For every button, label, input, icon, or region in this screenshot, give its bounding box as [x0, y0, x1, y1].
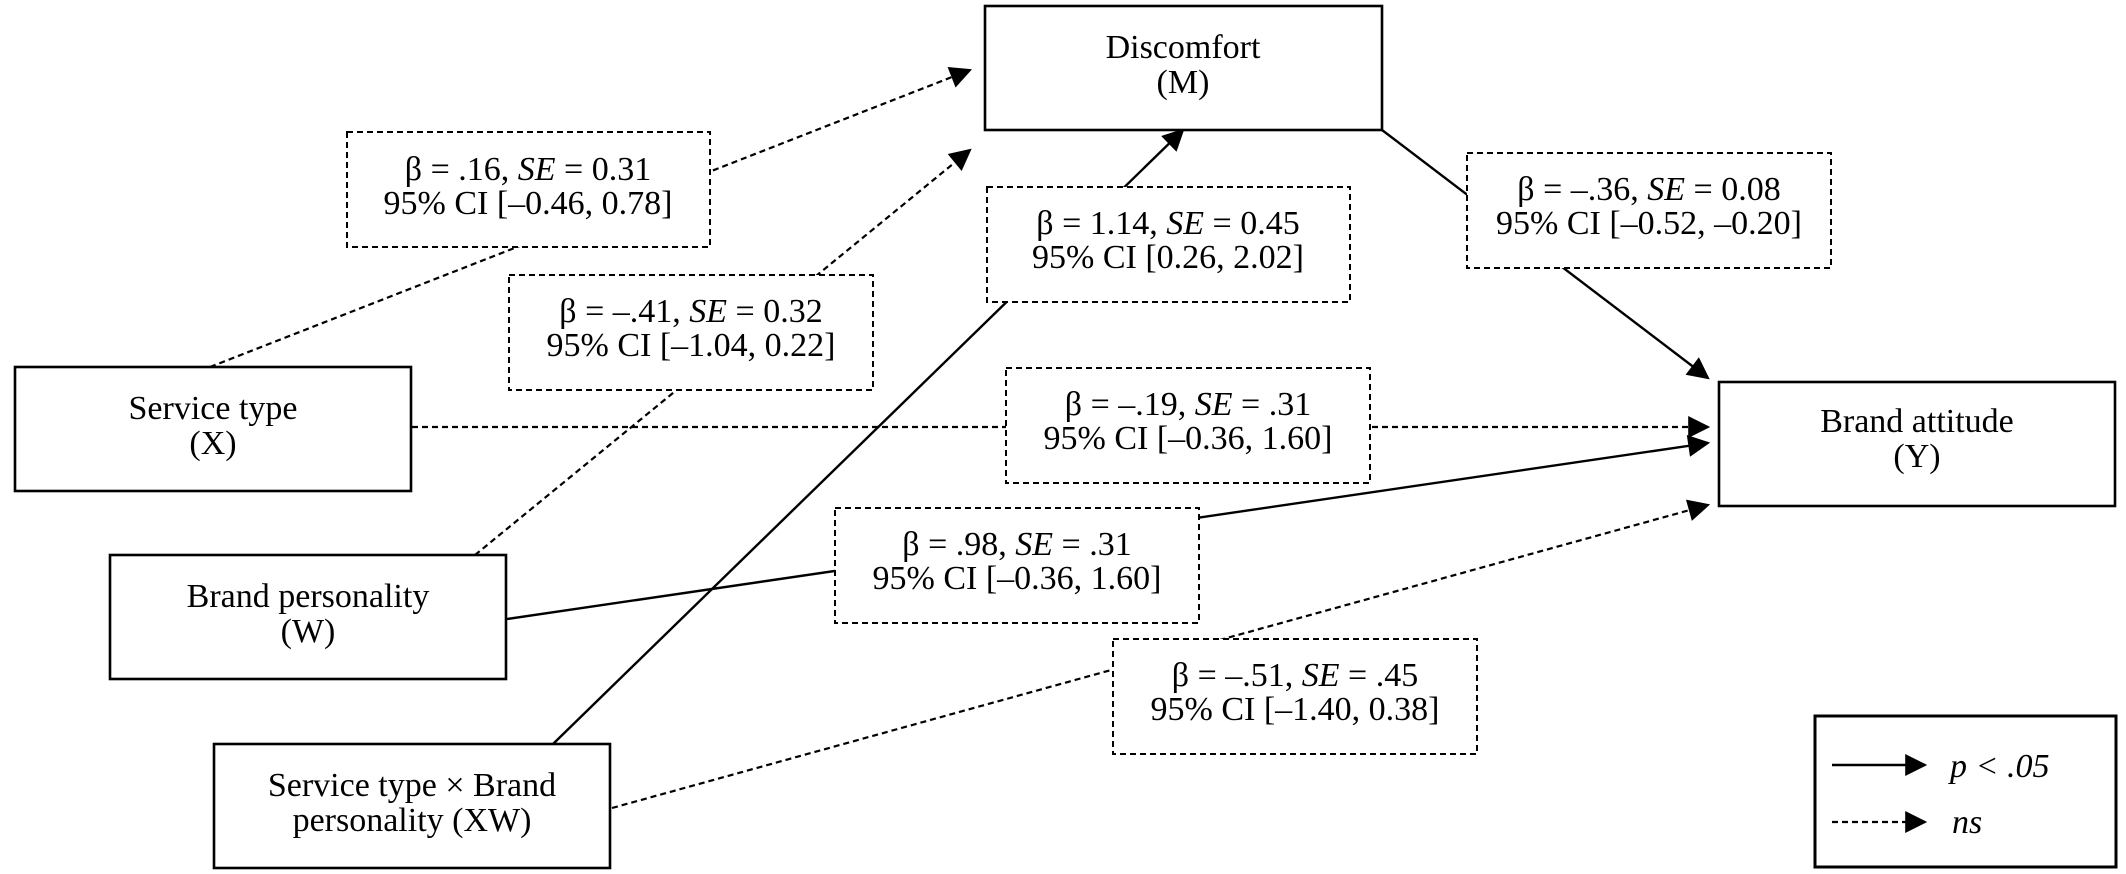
- legend: p < .05 ns: [1813, 714, 2118, 869]
- label-x-to-y-stat: β = –.19, SE = .31: [1065, 386, 1311, 423]
- node-brand-personality: Brand personality (W): [108, 553, 508, 681]
- node-discomfort-symbol: (M): [1157, 64, 1210, 101]
- label-xw-to-m-stat: β = 1.14, SE = 0.45: [1036, 205, 1299, 242]
- label-xw-to-m: β = 1.14, SE = 0.45 95% CI [0.26, 2.02]: [986, 186, 1351, 303]
- label-x-to-m-ci: 95% CI [–0.46, 0.78]: [384, 185, 673, 222]
- label-xw-to-y-ci: 95% CI [–1.40, 0.38]: [1151, 691, 1440, 728]
- node-discomfort-name: Discomfort: [1106, 29, 1261, 66]
- label-w-to-y-ci: 95% CI [–0.36, 1.60]: [873, 560, 1162, 597]
- label-w-to-y: β = .98, SE = .31 95% CI [–0.36, 1.60]: [834, 507, 1200, 624]
- legend-solid-label: p < .05: [1948, 748, 2049, 785]
- node-interaction-line2: personality (XW): [293, 802, 532, 839]
- label-w-to-y-stat: β = .98, SE = .31: [902, 526, 1131, 563]
- label-x-to-y-ci: 95% CI [–0.36, 1.60]: [1044, 420, 1333, 457]
- node-brand-personality-symbol: (W): [281, 613, 336, 650]
- node-brand-attitude: Brand attitude (Y): [1717, 380, 2117, 508]
- node-brand-attitude-symbol: (Y): [1893, 438, 1940, 475]
- label-w-to-m: β = –.41, SE = 0.32 95% CI [–1.04, 0.22]: [508, 274, 874, 391]
- label-m-to-y-ci: 95% CI [–0.52, –0.20]: [1496, 205, 1802, 242]
- edge-w-to-m: [474, 148, 972, 556]
- label-m-to-y-stat: β = –.36, SE = 0.08: [1517, 171, 1780, 208]
- label-xw-to-m-ci: 95% CI [0.26, 2.02]: [1032, 239, 1304, 276]
- label-xw-to-y-stat: β = –.51, SE = .45: [1172, 657, 1418, 694]
- node-service-type-symbol: (X): [189, 425, 236, 462]
- edge-x-to-m: [209, 66, 973, 369]
- label-x-to-y: β = –.19, SE = .31 95% CI [–0.36, 1.60]: [1005, 367, 1371, 484]
- label-m-to-y: β = –.36, SE = 0.08 95% CI [–0.52, –0.20…: [1466, 152, 1832, 269]
- label-x-to-m: β = .16, SE = 0.31 95% CI [–0.46, 0.78]: [346, 131, 711, 248]
- label-xw-to-y: β = –.51, SE = .45 95% CI [–1.40, 0.38]: [1112, 638, 1478, 755]
- node-discomfort: Discomfort (M): [983, 4, 1384, 132]
- node-interaction: Service type × Brand personality (XW): [212, 742, 612, 870]
- legend-dashed-label: ns: [1952, 804, 1982, 841]
- node-brand-personality-name: Brand personality: [187, 578, 430, 615]
- label-x-to-m-stat: β = .16, SE = 0.31: [405, 151, 651, 188]
- label-w-to-m-ci: 95% CI [–1.04, 0.22]: [547, 327, 836, 364]
- node-service-type: Service type (X): [13, 365, 413, 493]
- node-brand-attitude-name: Brand attitude: [1820, 403, 2014, 440]
- node-interaction-line1: Service type × Brand: [268, 767, 556, 804]
- label-w-to-m-stat: β = –.41, SE = 0.32: [559, 293, 822, 330]
- node-service-type-name: Service type: [129, 390, 298, 427]
